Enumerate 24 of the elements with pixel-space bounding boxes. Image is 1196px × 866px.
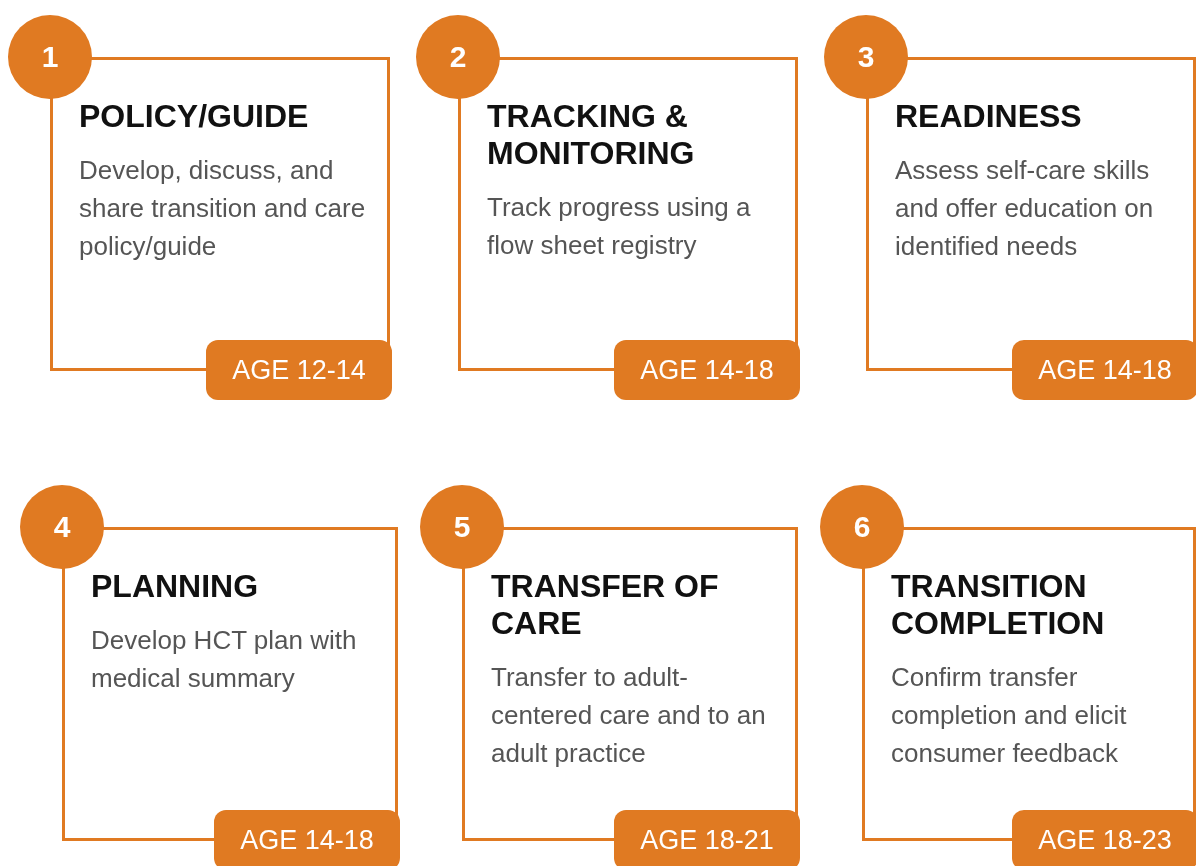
step-heading: POLICY/GUIDE xyxy=(79,98,310,135)
step-number: 5 xyxy=(420,485,504,569)
step-heading: READINESS xyxy=(895,98,1083,135)
age-badge: AGE 18-21 xyxy=(614,810,800,866)
step-description: Develop, discuss, and share transition and care policy/guide xyxy=(79,154,367,263)
step-heading: TRACKING & MONITORING xyxy=(487,98,696,172)
step-heading: TRANSFER OF CARE xyxy=(491,568,720,642)
step-description: Confirm transfer completion and elicit consumer feedback xyxy=(891,661,1128,770)
step-number: 6 xyxy=(820,485,904,569)
step-description: Track progress using a flow sheet registry xyxy=(487,191,752,262)
age-badge: AGE 18-23 xyxy=(1012,810,1196,866)
age-badge: AGE 14-18 xyxy=(1012,340,1196,400)
age-badge: AGE 12-14 xyxy=(206,340,392,400)
step-number: 1 xyxy=(8,15,92,99)
age-badge: AGE 14-18 xyxy=(214,810,400,866)
step-number: 2 xyxy=(416,15,500,99)
step-heading: PLANNING xyxy=(91,568,260,605)
step-number: 3 xyxy=(824,15,908,99)
step-number: 4 xyxy=(20,485,104,569)
age-badge: AGE 14-18 xyxy=(614,340,800,400)
step-description: Develop HCT plan with medical summary xyxy=(91,624,358,695)
step-description: Transfer to adult-centered care and to an adult practice xyxy=(491,661,767,770)
step-heading: TRANSITION COMPLETION xyxy=(891,568,1106,642)
step-description: Assess self-care skills and offer education on identified needs xyxy=(895,154,1155,263)
